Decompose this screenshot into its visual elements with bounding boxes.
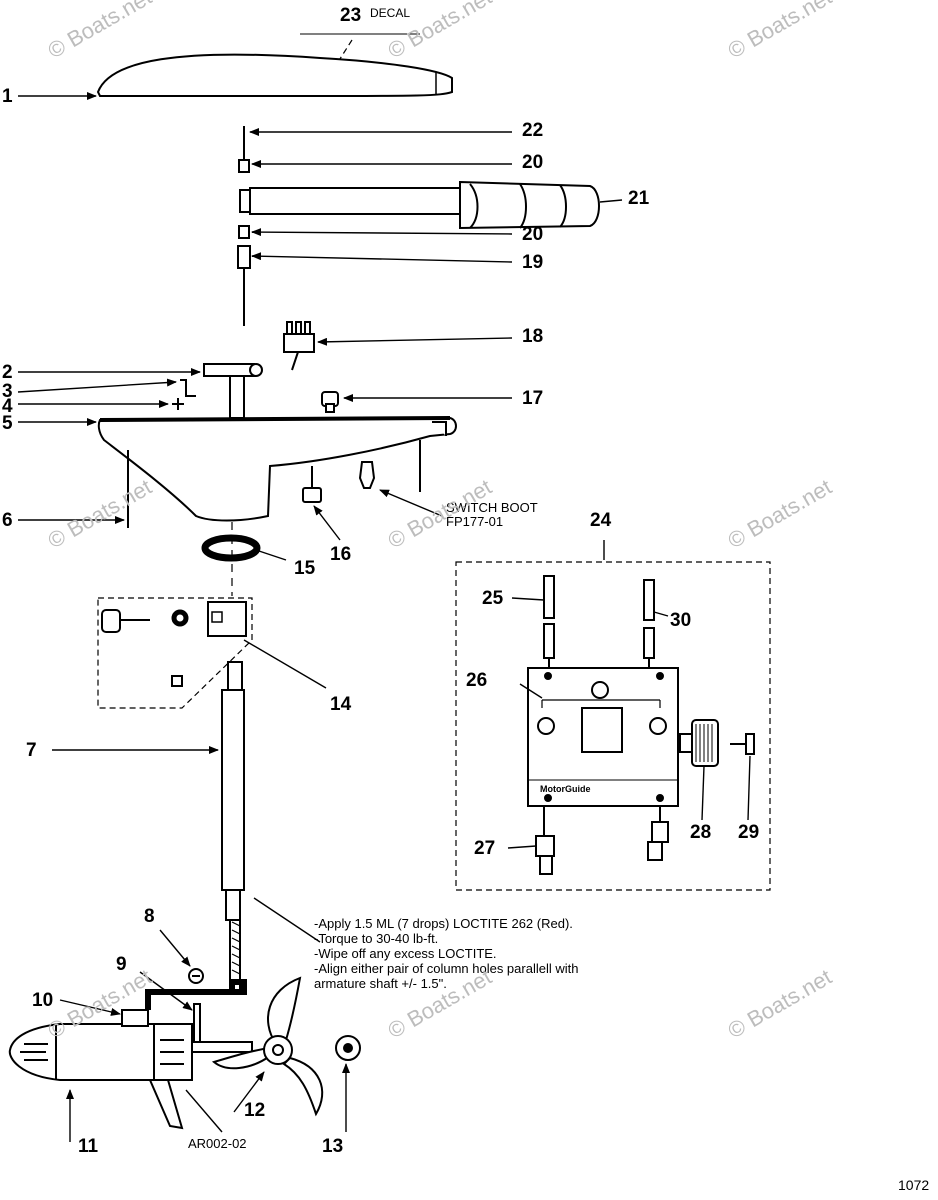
connector-parts [535, 719, 755, 875]
propeller-part [211, 976, 324, 1117]
drawing-id: AR002-02 [188, 1136, 247, 1151]
switch-part [283, 321, 315, 371]
note-line: -Align either pair of column holes paral… [314, 961, 579, 976]
fastener-parts [188, 968, 204, 1045]
box-brand-label: MotorGuide [540, 784, 591, 794]
callout-28: 28 [690, 822, 712, 843]
note-line: armature shaft +/- 1.5". [314, 976, 447, 991]
callout-13: 13 [322, 1136, 344, 1157]
callout-11: 11 [78, 1136, 99, 1157]
callout-30: 30 [670, 610, 692, 631]
o-ring-part [201, 534, 261, 562]
switch-boot-label: SWITCH BOOT [446, 500, 538, 515]
callout-15: 15 [294, 558, 316, 579]
head-housing-part [97, 416, 457, 522]
screws-and-boot [127, 440, 421, 528]
tiller-handle-part [239, 180, 600, 230]
callout-20b: 20 [522, 224, 544, 245]
callout-9: 9 [116, 954, 127, 975]
note-line: -Wipe off any excess LOCTITE. [314, 946, 497, 961]
callout-21: 21 [628, 188, 650, 209]
column-part [221, 661, 245, 991]
callout-14: 14 [330, 694, 352, 715]
motor-part [8, 1009, 253, 1130]
knob-17-part [321, 391, 339, 413]
switch-boot-part-number: FP177-01 [446, 514, 504, 529]
callout-26: 26 [466, 670, 488, 691]
top-cover-part [96, 53, 453, 97]
callout-3: 3 [2, 381, 13, 402]
callout-29: 29 [738, 822, 760, 843]
callout-24: 24 [590, 510, 612, 531]
prop-nut-part [335, 1035, 361, 1061]
assembly-note: -Apply 1.5 ML (7 drops) LOCTITE 262 (Red… [314, 916, 578, 991]
callout-1: 1 [2, 86, 13, 107]
callout-10: 10 [32, 990, 54, 1011]
callout-23: 23 [340, 5, 362, 26]
callout-4: 4 [2, 396, 13, 417]
callout-18: 18 [522, 326, 544, 347]
wire-path [145, 979, 247, 1010]
callout-27: 27 [474, 838, 496, 859]
leader-lines [17, 92, 751, 1142]
callout-8: 8 [144, 906, 155, 927]
callout-6: 6 [2, 510, 13, 531]
page-number: 1072 [898, 1177, 930, 1193]
bracket-parts [172, 363, 263, 419]
note-line: -Apply 1.5 ML (7 drops) LOCTITE 262 (Red… [314, 916, 573, 931]
control-box-assembly [455, 561, 771, 891]
callout-19: 19 [522, 252, 544, 273]
callout-22: 22 [522, 120, 544, 141]
callout-5: 5 [2, 413, 13, 434]
tiller-shaft-parts [237, 126, 251, 326]
callout-20a: 20 [522, 152, 544, 173]
callout-17: 17 [522, 388, 544, 409]
callout-16: 16 [330, 544, 352, 565]
note-line: -Torque to 30-40 lb-ft. [314, 931, 439, 946]
callout-7: 7 [26, 740, 37, 761]
control-cables [543, 575, 655, 668]
callout-12: 12 [244, 1100, 266, 1121]
collar-assembly-box [97, 597, 253, 709]
callout-2: 2 [2, 362, 13, 383]
callout-25: 25 [482, 588, 504, 609]
control-box-part [527, 667, 679, 807]
decal-label: DECAL [370, 6, 411, 20]
